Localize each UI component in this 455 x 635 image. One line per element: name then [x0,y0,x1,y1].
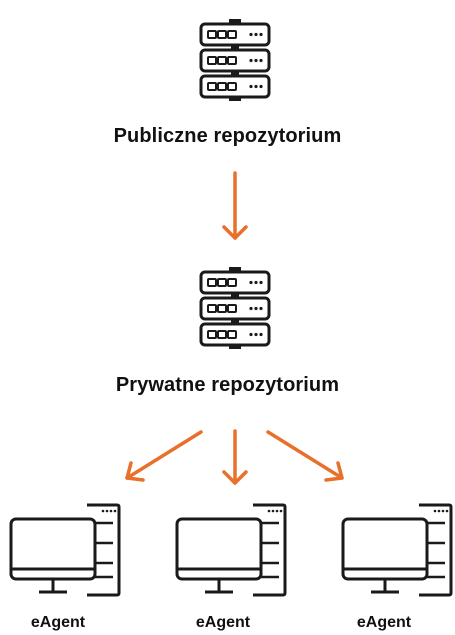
agent-computer-icon-3 [341,503,453,597]
agent-label-2: eAgent [195,614,251,631]
agent-label-1: eAgent [30,614,86,631]
arrow-private-to-agent-center [222,429,248,485]
agent-computer-icon-1 [9,503,121,597]
public-server-icon [199,17,271,103]
arrow-private-to-agent-left [125,430,203,482]
private-server-icon [199,265,271,351]
agent-computer-icon-2 [175,503,287,597]
arrow-public-to-private [222,171,248,240]
arrow-private-to-agent-right [266,430,344,482]
agent-label-3: eAgent [356,614,412,631]
private-repo-label: Prywatne repozytorium [115,374,340,396]
public-repo-label: Publiczne repozytorium [113,125,342,147]
